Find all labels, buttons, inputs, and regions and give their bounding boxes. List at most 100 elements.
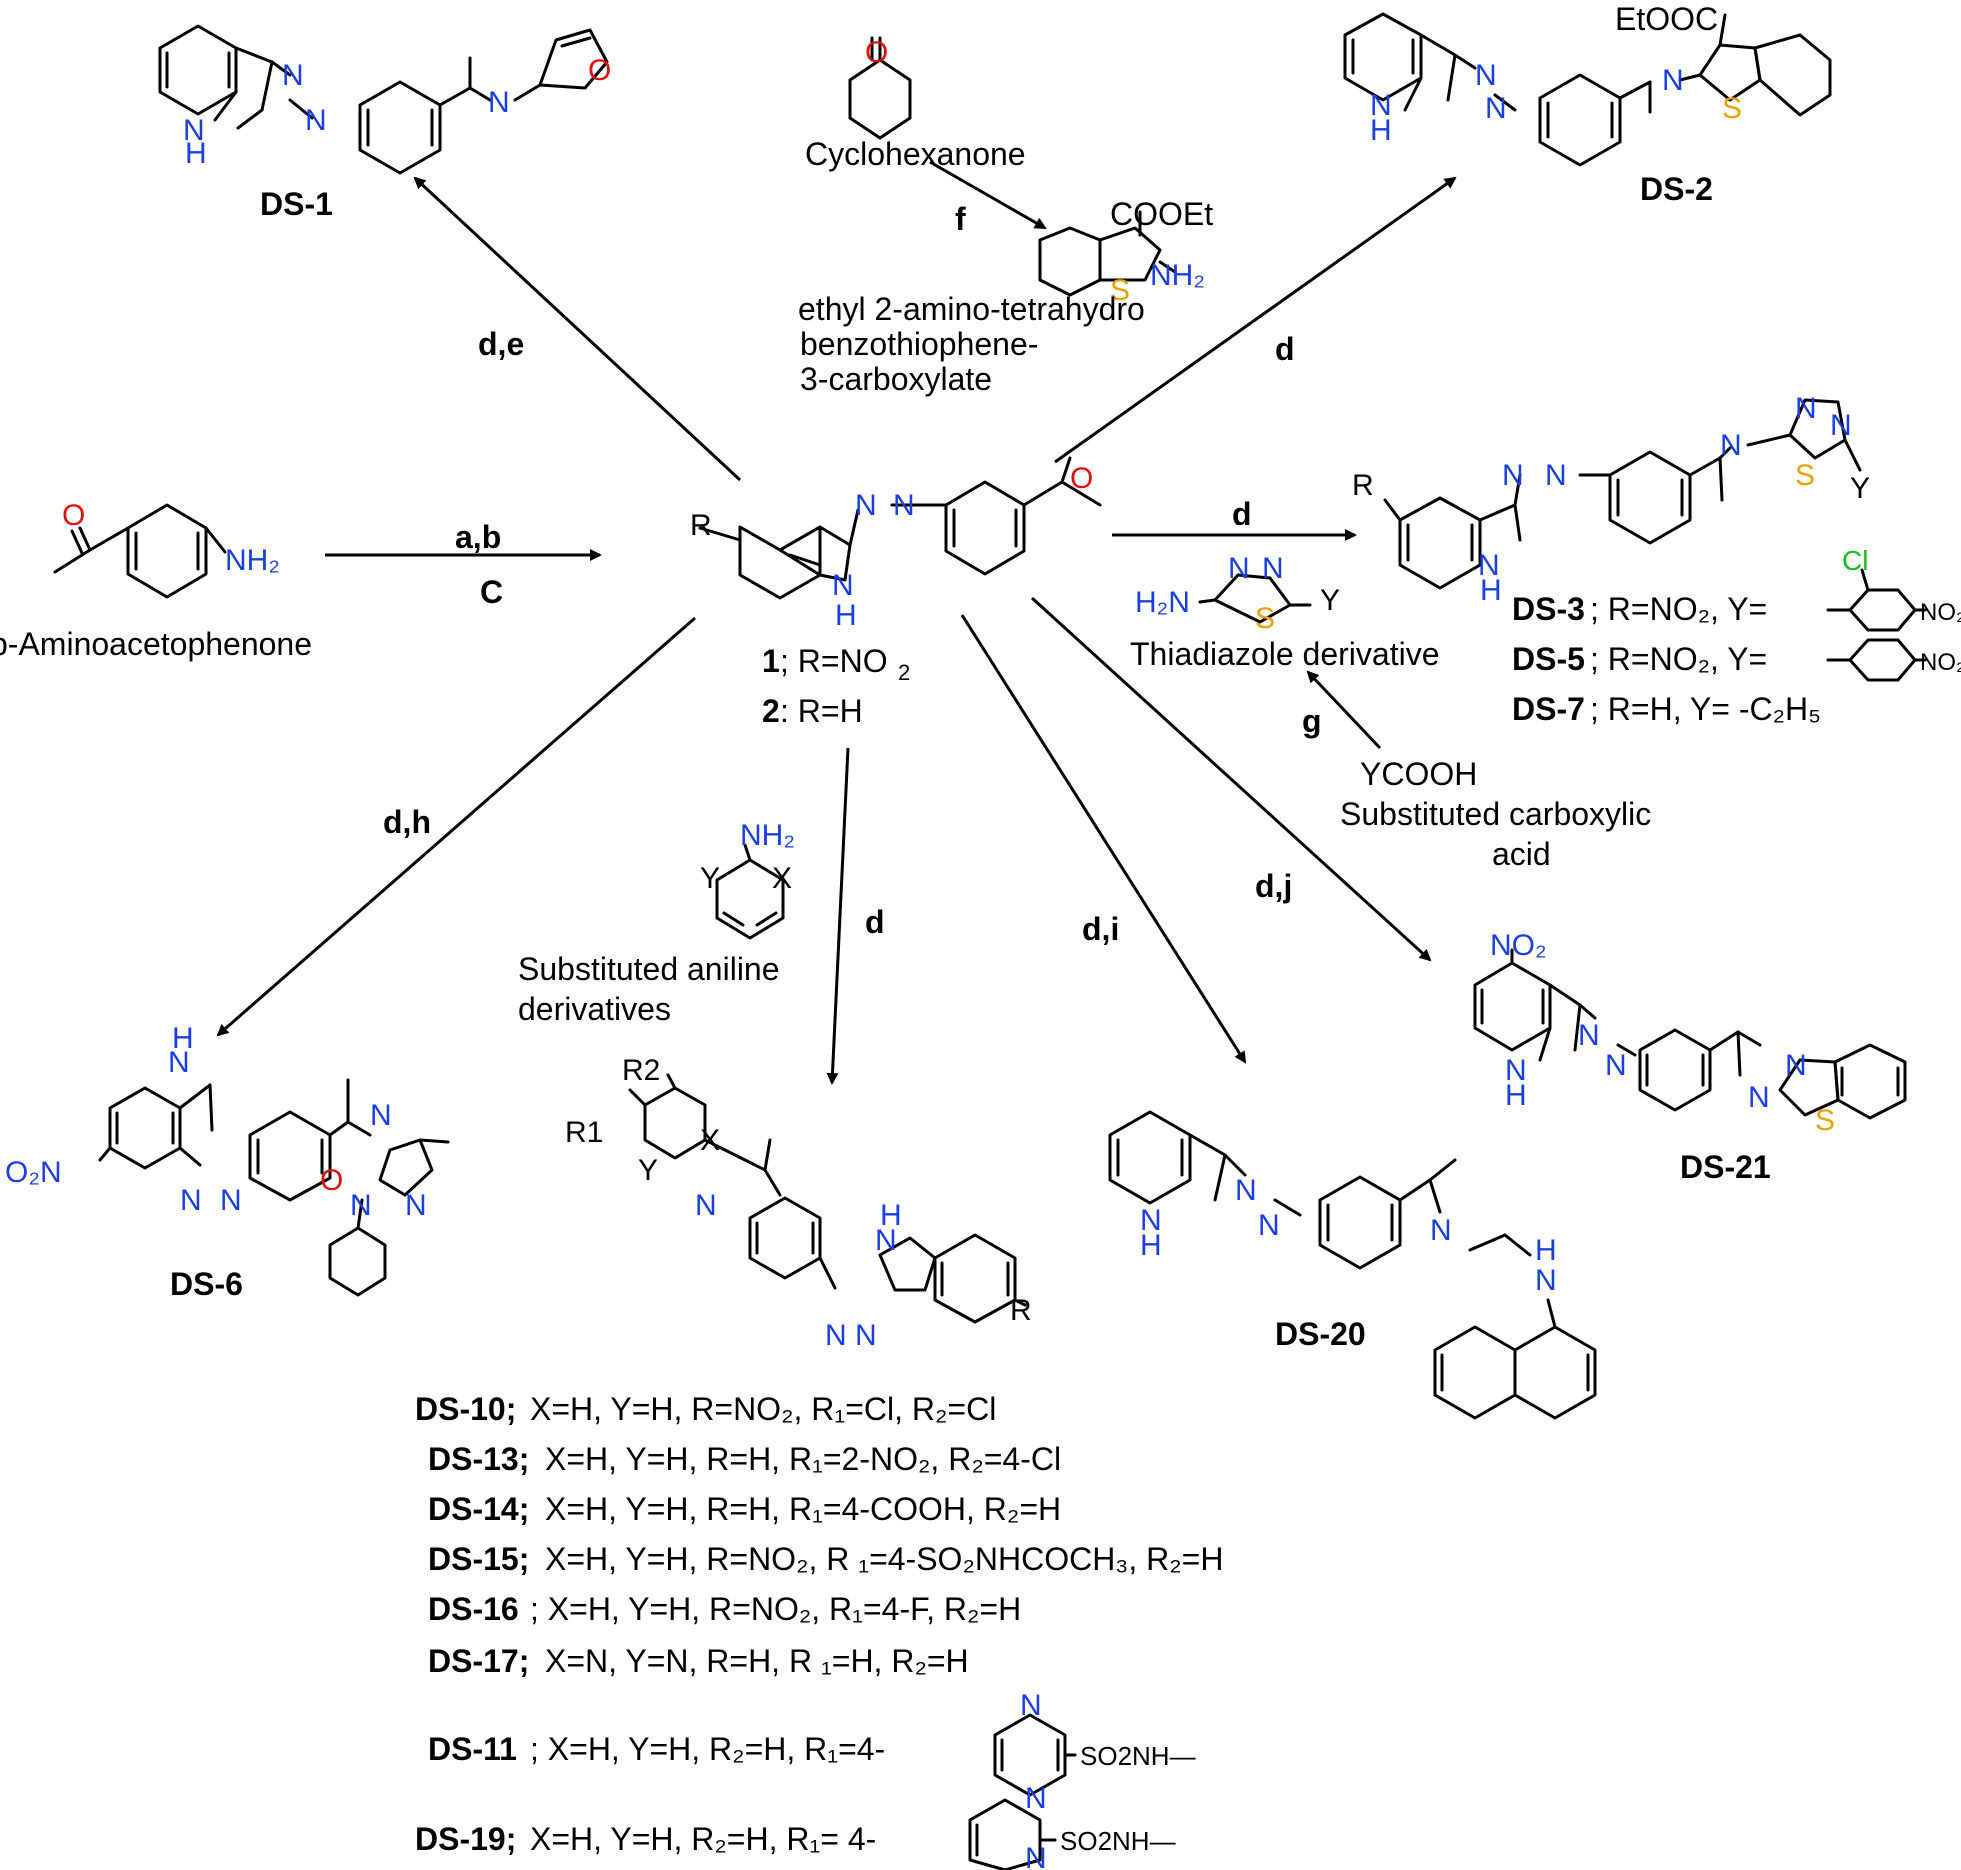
atom-N: N bbox=[1720, 429, 1742, 462]
atom-S: S bbox=[1255, 602, 1275, 635]
atom-O2N: O₂N bbox=[5, 1156, 62, 1189]
compound-label-ds21: DS-21 bbox=[1680, 1149, 1771, 1185]
reagent-dj: d,j bbox=[1255, 868, 1292, 904]
label-1-rest: ; R=NO bbox=[780, 643, 888, 679]
atom-H: H bbox=[1505, 1079, 1527, 1112]
atom-N: N bbox=[1262, 552, 1284, 585]
atom-N: N bbox=[1578, 1019, 1600, 1052]
atom-N: N bbox=[1235, 1174, 1257, 1207]
ds-text: X=H, Y=H, R=NO₂, R ₁=4-SO₂NHCOCH₃, R₂=H bbox=[545, 1541, 1223, 1577]
atom-N: N bbox=[282, 59, 304, 92]
atom-N: N bbox=[350, 1189, 372, 1222]
ds-text: ; R=NO₂, Y= bbox=[1590, 641, 1767, 677]
atom-N: N bbox=[825, 1319, 847, 1352]
atom-S: S bbox=[1795, 459, 1815, 492]
ds-id: DS-17; bbox=[428, 1643, 529, 1679]
atom-N: N bbox=[1478, 549, 1500, 582]
thiophene-line-2: benzothiophene- bbox=[800, 326, 1038, 362]
atom-R: R bbox=[690, 509, 712, 542]
atom-Y: Y bbox=[638, 1154, 658, 1187]
atom-N: N bbox=[1795, 392, 1817, 425]
compound-ds2: EtOOC N N N H N S DS-2 bbox=[1343, 1, 1832, 207]
arrow-cyclohexanone-to-thiophene bbox=[929, 160, 1047, 230]
reagent-d-ds3: d bbox=[1232, 496, 1252, 532]
atom-O: O bbox=[865, 36, 888, 69]
compound-label-ycooh: YCOOH bbox=[1360, 756, 1477, 792]
compound-cyclohexanone: O Cyclohexanone bbox=[805, 36, 1026, 172]
reagent-d-ds2: d bbox=[1275, 331, 1295, 367]
atom-N: N bbox=[1258, 1209, 1280, 1242]
thiophene-line-3: 3-carboxylate bbox=[800, 361, 992, 397]
ds11-pyridine: N SO2NH— bbox=[993, 1689, 1196, 1797]
compound-p-aminoacetophenone: O NH₂ p-Aminoacetophenone bbox=[0, 499, 312, 662]
atom-N: N bbox=[1748, 1081, 1770, 1114]
atom-N: N bbox=[1535, 1264, 1557, 1297]
label-2-num: 2 bbox=[762, 693, 780, 729]
atom-N: N bbox=[1475, 59, 1497, 92]
reagent-de: d,e bbox=[478, 326, 524, 362]
atom-N: N bbox=[1370, 89, 1392, 122]
ds-text: X=H, Y=H, R=NO₂, R₁=Cl, R₂=Cl bbox=[530, 1391, 996, 1427]
ds-id: DS-14; bbox=[428, 1491, 529, 1527]
atom-N: N bbox=[1485, 92, 1507, 125]
atom-S: S bbox=[1815, 1104, 1835, 1137]
arrow-to-ds1 bbox=[413, 176, 742, 482]
ds-id: DS-13; bbox=[428, 1441, 529, 1477]
compound-aniline: NH₂ Y X Substituted aniline derivatives bbox=[518, 819, 795, 1027]
compound-label-cyclohexanone: Cyclohexanone bbox=[805, 136, 1026, 172]
atom-N: N bbox=[1228, 552, 1250, 585]
ds-id: DS-19; bbox=[415, 1821, 516, 1857]
ds-text: ; R=H, Y= -C₂H₅ bbox=[1590, 691, 1821, 727]
ds-id: DS-7 bbox=[1512, 691, 1585, 727]
atom-H: H bbox=[835, 599, 857, 632]
atom-X: X bbox=[700, 1124, 720, 1157]
atom-R: R bbox=[1352, 469, 1374, 502]
atom-Cl: Cl bbox=[1842, 545, 1868, 576]
atom-N: N bbox=[855, 489, 877, 522]
compound-label-2: 2 : R=H bbox=[762, 693, 863, 729]
atom-N: N bbox=[180, 1184, 202, 1217]
atom-N: N bbox=[488, 86, 510, 119]
atom-H: H bbox=[1370, 114, 1392, 147]
atom-O: O bbox=[320, 1164, 343, 1197]
ds-text: ; R=NO₂, Y= bbox=[1590, 591, 1767, 627]
ds-text: X=H, Y=H, R=H, R₁=2-NO₂, R₂=4-Cl bbox=[545, 1441, 1061, 1477]
atom-N: N bbox=[1662, 64, 1684, 97]
atom-H: H bbox=[880, 1199, 902, 1232]
compound-ds3-series: R N N N H N N N S Y DS-3 ; R=NO₂, Y= DS-… bbox=[1352, 392, 1961, 727]
atom-N: N bbox=[1025, 1782, 1047, 1815]
ds-text: X=H, Y=H, R=H, R₁=4-COOH, R₂=H bbox=[545, 1491, 1061, 1527]
ds-text: X=N, Y=N, R=H, R ₁=H, R₂=H bbox=[545, 1643, 969, 1679]
ds-id: DS-15; bbox=[428, 1541, 529, 1577]
ds-text: X=H, Y=H, R₂=H, R₁= 4- bbox=[530, 1821, 876, 1857]
atom-N: N bbox=[183, 114, 205, 147]
arrow-to-ds21 bbox=[1030, 596, 1432, 962]
ds-id: DS-5 bbox=[1512, 641, 1585, 677]
acid-line-1: Substituted carboxylic bbox=[1340, 796, 1651, 832]
compound-ds10-series: R2 R1 X Y N N N N H R bbox=[565, 1054, 1032, 1352]
reagent-C: C bbox=[480, 574, 503, 610]
compound-ds20: N N N H N H N DS-20 bbox=[1108, 1110, 1597, 1420]
compound-ds6: N H O₂N N N N O N N DS-6 bbox=[5, 1022, 450, 1302]
atom-EtOOC: EtOOC bbox=[1615, 1, 1718, 37]
atom-N: N bbox=[305, 104, 327, 137]
compound-label-ds1: DS-1 bbox=[260, 186, 333, 222]
atom-N: N bbox=[1545, 459, 1567, 492]
arrow-acid-to-thiadiazole bbox=[1306, 670, 1382, 750]
acid-line-2: acid bbox=[1492, 836, 1551, 872]
ds-id: DS-10; bbox=[415, 1391, 516, 1427]
aniline-line-2: derivatives bbox=[518, 991, 671, 1027]
atom-NH2: NH₂ bbox=[740, 819, 795, 852]
compound-central: R N N O N H 1 ; R=NO 2 2 : R=H bbox=[690, 456, 1102, 729]
compound-label-start: p-Aminoacetophenone bbox=[0, 626, 312, 662]
atom-H2N: H₂N bbox=[1135, 586, 1190, 619]
compound-label-ds20: DS-20 bbox=[1275, 1316, 1366, 1352]
compound-ds1: N N N H N O DS-1 bbox=[158, 24, 611, 222]
atom-N: N bbox=[168, 1046, 190, 1079]
arrow-to-ds2 bbox=[1054, 176, 1457, 464]
ds-id: DS-16 bbox=[428, 1591, 519, 1627]
atom-N: N bbox=[893, 489, 915, 522]
ds-text: ; X=H, Y=H, R=NO₂, R₁=4-F, R₂=H bbox=[530, 1591, 1021, 1627]
atom-N: N bbox=[695, 1189, 717, 1222]
